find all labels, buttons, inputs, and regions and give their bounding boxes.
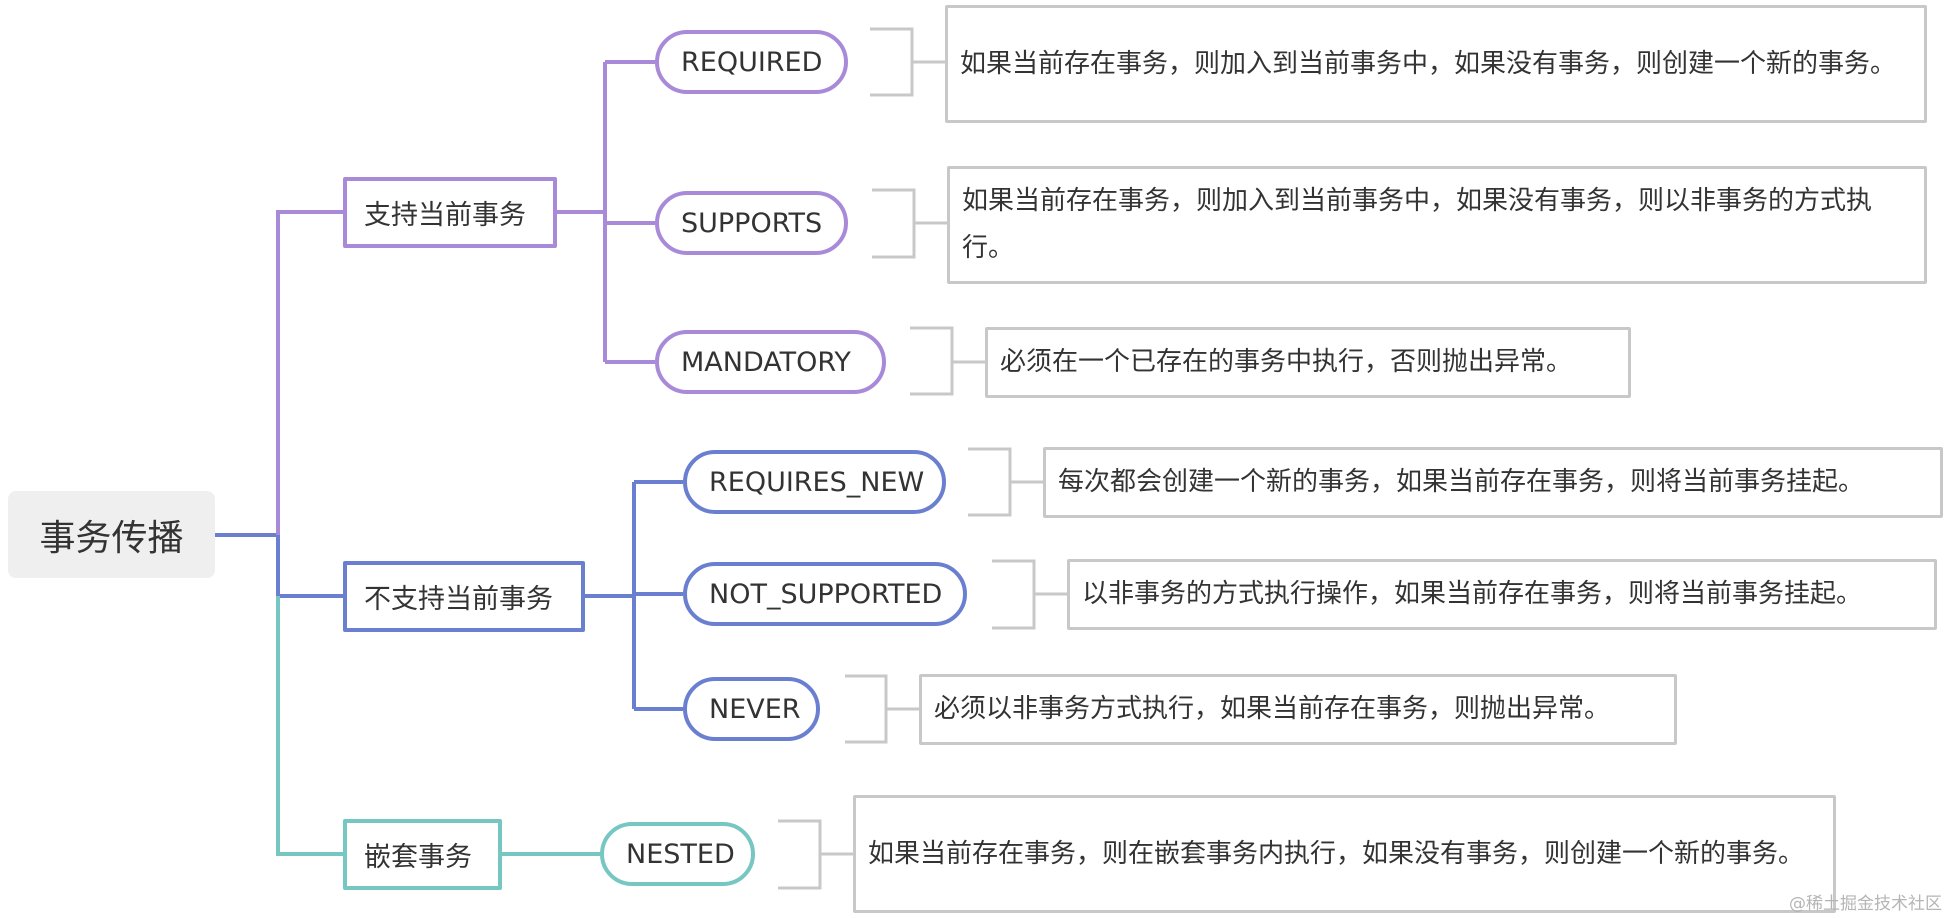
connector-root-cat2: [276, 535, 345, 598]
description-text: 如果当前存在事务，则在嵌套事务内执行，如果没有事务，则创建一个新的事务。: [868, 838, 1805, 869]
description-required: 如果当前存在事务，则加入到当前事务中，如果没有事务，则创建一个新的事务。: [945, 5, 1927, 123]
propagation-name: SUPPORTS: [681, 207, 823, 239]
connector-root-cat1: [276, 210, 345, 535]
node-not-supported[interactable]: NOT_SUPPORTED: [683, 562, 967, 626]
node-never[interactable]: NEVER: [683, 677, 820, 741]
bracket-supports: [872, 188, 947, 259]
node-mandatory[interactable]: MANDATORY: [655, 330, 886, 394]
description-mandatory: 必须在一个已存在的事务中执行，否则抛出异常。: [985, 327, 1631, 398]
category-nested[interactable]: 嵌套事务: [343, 819, 502, 890]
propagation-name: NOT_SUPPORTED: [709, 578, 943, 610]
connector-cat2-props: [585, 480, 683, 711]
description-text: 必须在一个已存在的事务中执行，否则抛出异常。: [1000, 347, 1573, 377]
bracket-not-supported: [992, 559, 1067, 630]
category-not-support-current[interactable]: 不支持当前事务: [343, 561, 585, 632]
propagation-name: REQUIRES_NEW: [709, 466, 925, 498]
propagation-name: REQUIRED: [681, 46, 823, 78]
description-supports: 如果当前存在事务，则加入到当前事务中，如果没有事务，则以非事务的方式执行。: [947, 166, 1927, 284]
connector-root-cat3: [276, 596, 345, 856]
propagation-name: NEVER: [709, 693, 801, 725]
root-node[interactable]: 事务传播: [8, 491, 215, 578]
root-label: 事务传播: [39, 517, 184, 559]
description-nested: 如果当前存在事务，则在嵌套事务内执行，如果没有事务，则创建一个新的事务。: [853, 795, 1836, 913]
category-label: 不支持当前事务: [364, 584, 553, 615]
description-not-supported: 以非事务的方式执行操作，如果当前存在事务，则将当前事务挂起。: [1067, 559, 1937, 630]
node-supports[interactable]: SUPPORTS: [655, 191, 848, 255]
propagation-name: NESTED: [626, 838, 735, 870]
bracket-requires-new: [968, 447, 1043, 517]
description-text: 以非事务的方式执行操作，如果当前存在事务，则将当前事务挂起。: [1082, 579, 1863, 609]
description-text: 如果当前存在事务，则加入到当前事务中，如果没有事务，则以非事务的方式执行。: [962, 186, 1873, 263]
node-requires-new[interactable]: REQUIRES_NEW: [683, 450, 946, 514]
description-text: 必须以非事务方式执行，如果当前存在事务，则抛出异常。: [934, 694, 1611, 724]
bracket-required: [870, 27, 945, 97]
node-required[interactable]: REQUIRED: [655, 30, 848, 94]
description-requires-new: 每次都会创建一个新的事务，如果当前存在事务，则将当前事务挂起。: [1043, 447, 1943, 518]
description-never: 必须以非事务方式执行，如果当前存在事务，则抛出异常。: [919, 674, 1677, 745]
watermark: @稀土掘金技术社区: [1789, 894, 1942, 914]
node-nested[interactable]: NESTED: [600, 822, 755, 886]
bracket-never: [845, 674, 919, 744]
category-support-current[interactable]: 支持当前事务: [343, 177, 557, 248]
bracket-nested: [778, 819, 853, 890]
category-label: 支持当前事务: [364, 200, 526, 231]
category-label: 嵌套事务: [364, 842, 472, 873]
description-text: 如果当前存在事务，则加入到当前事务中，如果没有事务，则创建一个新的事务。: [960, 48, 1897, 79]
bracket-mandatory: [910, 326, 985, 396]
connector-cat1-props: [557, 60, 655, 364]
propagation-name: MANDATORY: [681, 346, 851, 378]
description-text: 每次都会创建一个新的事务，如果当前存在事务，则将当前事务挂起。: [1058, 467, 1865, 497]
